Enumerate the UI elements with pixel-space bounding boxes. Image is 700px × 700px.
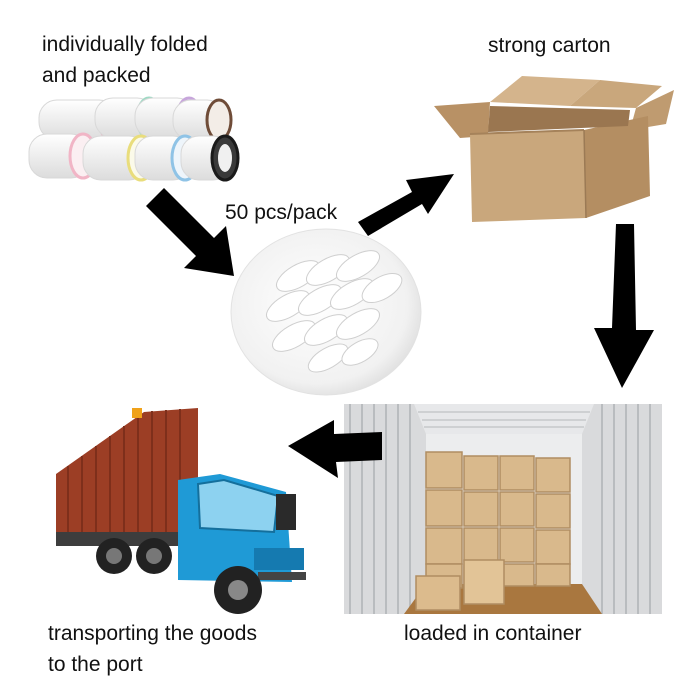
label-folded-line2: and packed: [42, 64, 151, 87]
label-transport-line2: to the port: [48, 653, 143, 676]
carton-box-photo: [430, 72, 680, 224]
arrow-pack-to-carton: [358, 174, 454, 236]
arrow-folded-to-pack: [146, 188, 234, 276]
label-pack: 50 pcs/pack: [225, 201, 338, 224]
label-transport: transporting the goods to the port: [48, 618, 257, 680]
label-transport-line1: transporting the goods: [48, 622, 257, 645]
label-container: loaded in container: [404, 622, 582, 645]
folded-items-photo: [25, 92, 245, 192]
container-photo: [344, 404, 662, 614]
pack-bag-photo: [228, 226, 424, 398]
label-carton: strong carton: [488, 34, 611, 57]
arrow-container-to-truck: [288, 420, 382, 478]
label-folded: individually folded and packed: [42, 29, 208, 91]
arrow-carton-to-container: [594, 224, 654, 388]
truck-photo: [48, 404, 310, 614]
label-folded-line1: individually folded: [42, 33, 208, 56]
